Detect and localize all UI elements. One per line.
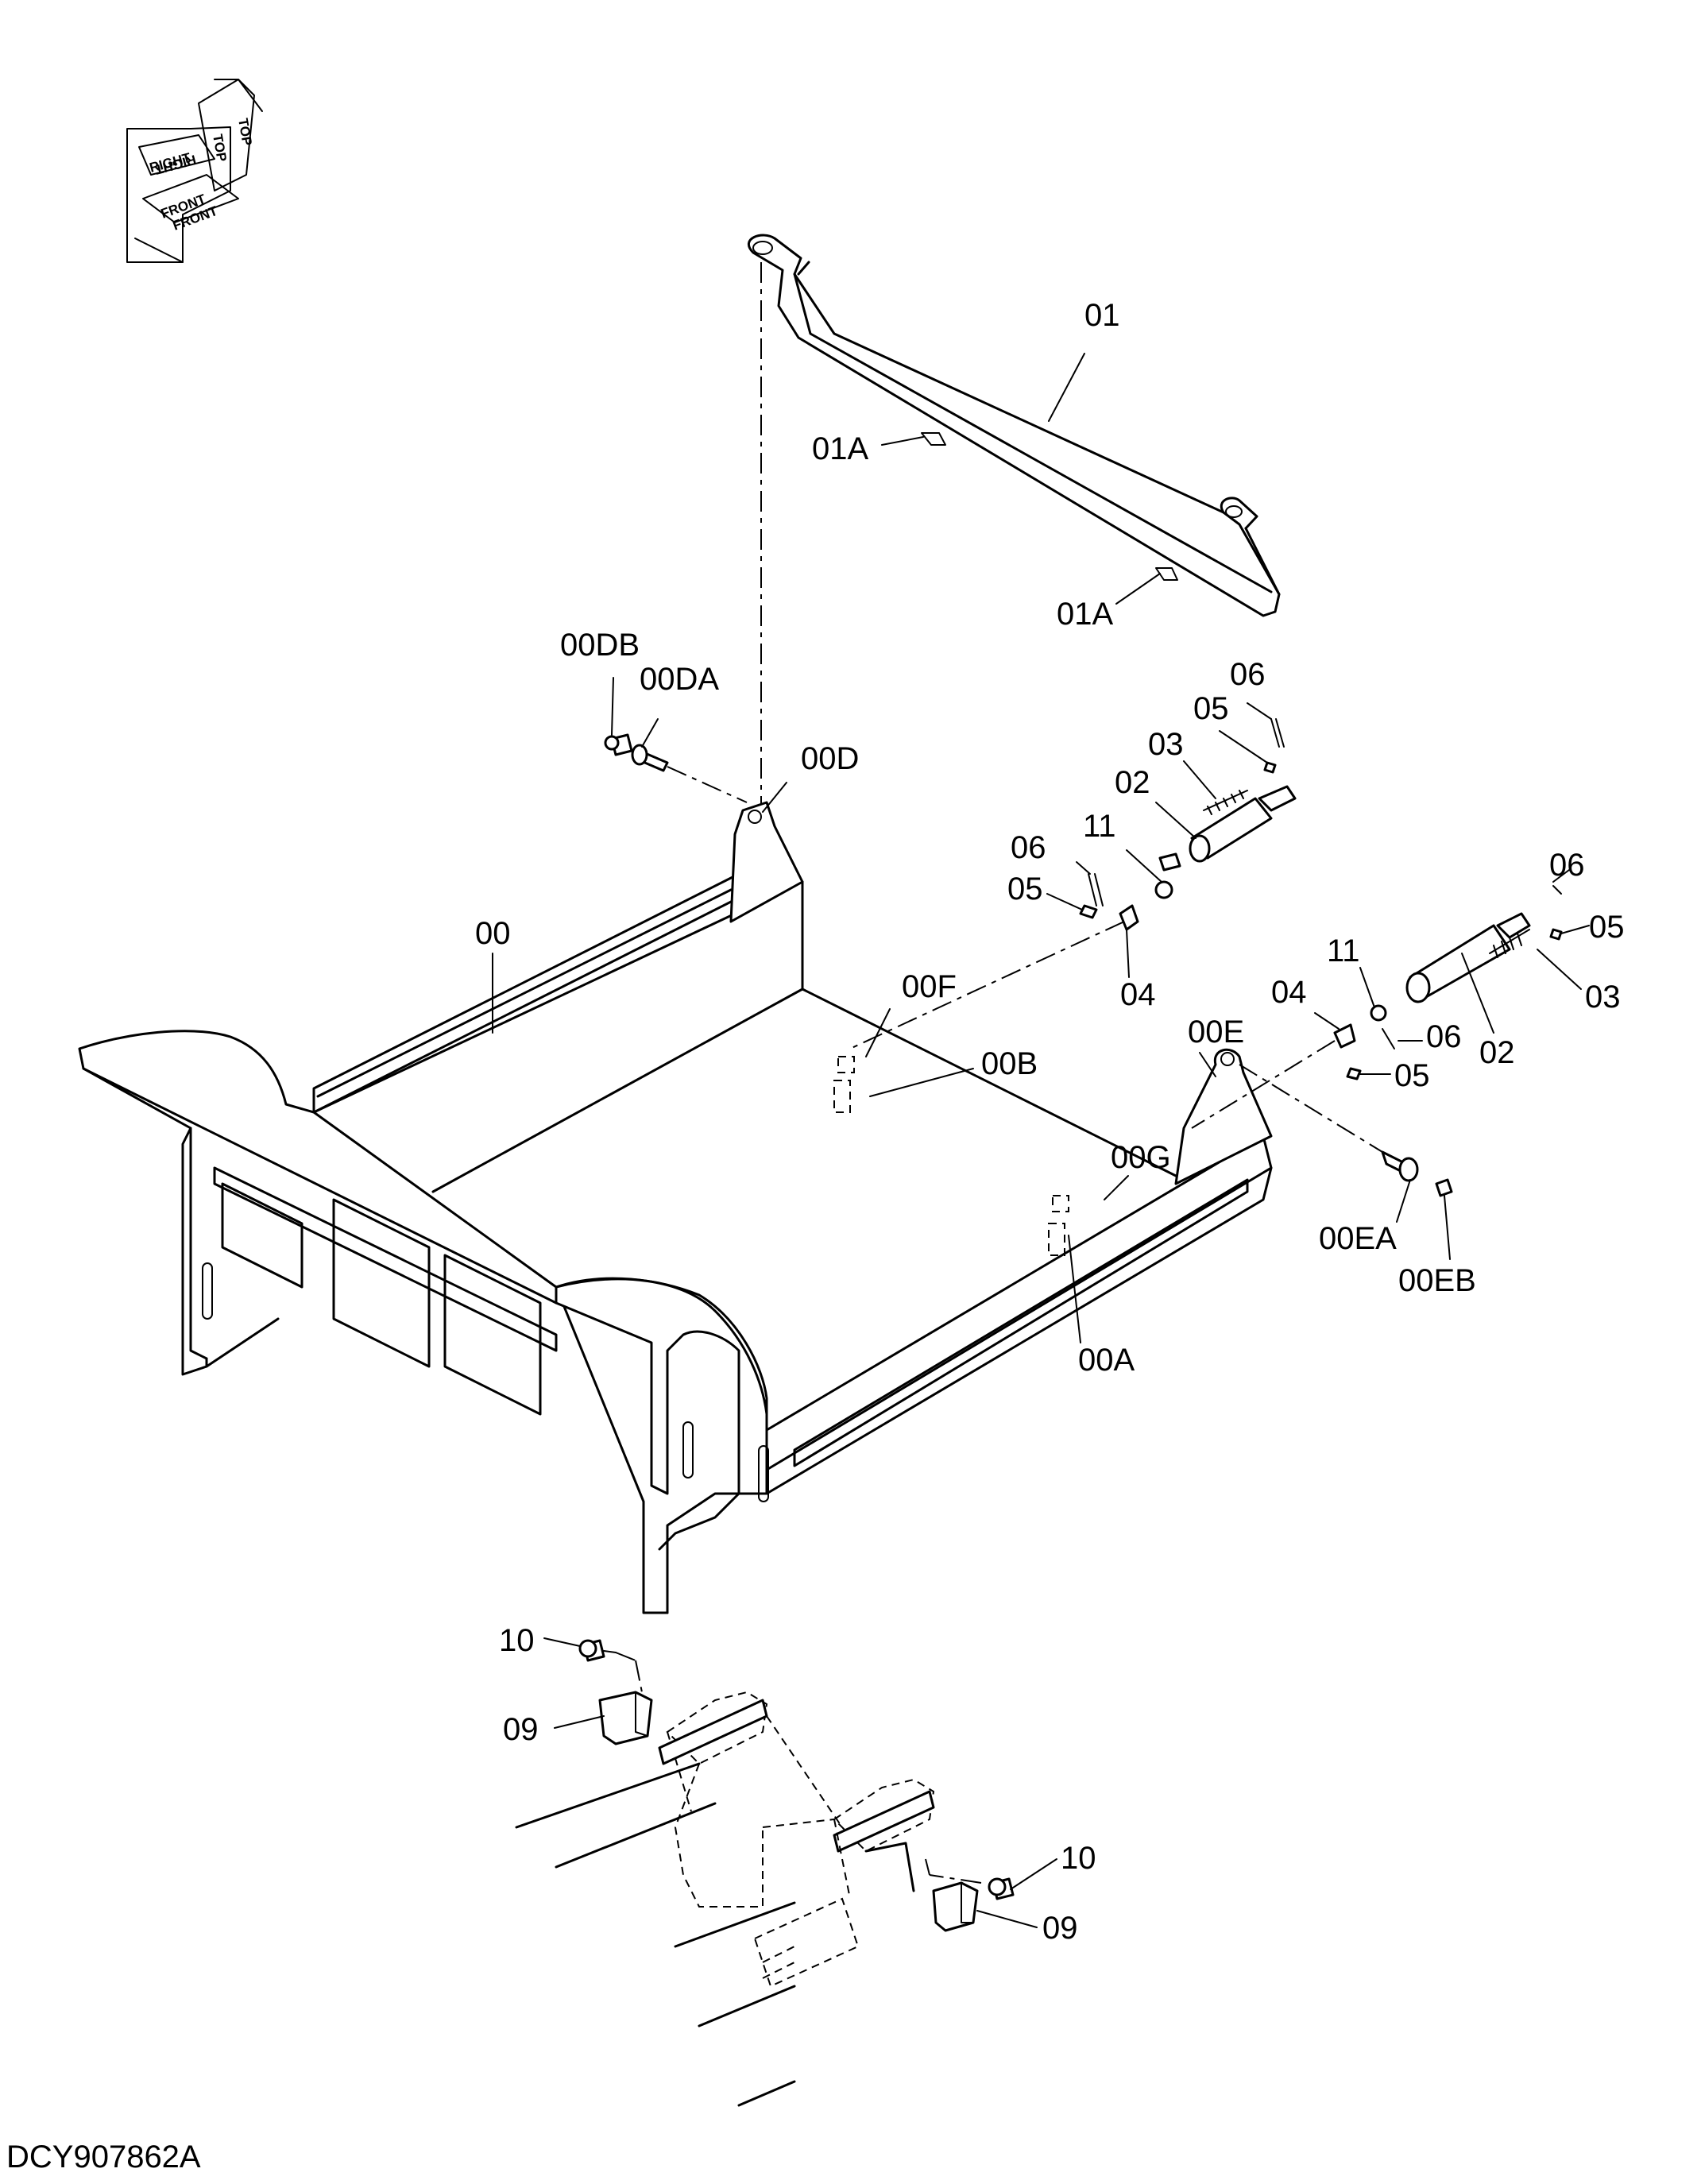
label-02-a: 02 bbox=[1115, 765, 1150, 800]
label-00DB: 00DB bbox=[560, 628, 640, 663]
label-05-c: 05 bbox=[1589, 910, 1625, 945]
callout-labels: 01 01A 01A 00DB 00DA 00D 06 05 03 02 11 … bbox=[475, 298, 1625, 1946]
label-05-d: 05 bbox=[1394, 1058, 1430, 1093]
part-cylinder-assembly-right bbox=[1191, 885, 1563, 1129]
label-06-a: 06 bbox=[1230, 657, 1266, 692]
label-05-a: 05 bbox=[1193, 691, 1229, 726]
label-00DA: 00DA bbox=[640, 662, 719, 697]
part-00-body bbox=[78, 801, 1273, 1614]
orientation-top-label: TOP bbox=[210, 133, 230, 162]
label-03-a: 03 bbox=[1148, 727, 1184, 762]
label-00D: 00D bbox=[801, 741, 859, 776]
label-11-a: 11 bbox=[1083, 809, 1116, 844]
label-11-b: 11 bbox=[1327, 934, 1360, 968]
part-cylinder-assembly-left bbox=[849, 718, 1297, 1049]
label-00F: 00F bbox=[902, 969, 957, 1004]
label-00E: 00E bbox=[1188, 1015, 1244, 1049]
part-00EA-00EB-pin bbox=[1239, 1064, 1453, 1197]
label-01A-1: 01A bbox=[812, 431, 868, 466]
label-04-b: 04 bbox=[1271, 975, 1307, 1010]
part-00DA-00DB-pin bbox=[604, 733, 748, 803]
label-09-a: 09 bbox=[503, 1712, 539, 1747]
label-10-b: 10 bbox=[1061, 1841, 1096, 1876]
label-00EB: 00EB bbox=[1398, 1263, 1476, 1298]
label-00: 00 bbox=[475, 916, 511, 951]
label-06-b: 06 bbox=[1011, 830, 1046, 865]
label-04-a: 04 bbox=[1120, 977, 1156, 1012]
label-00G: 00G bbox=[1111, 1140, 1171, 1175]
label-00A: 00A bbox=[1078, 1343, 1135, 1378]
part-chassis-frame bbox=[515, 1639, 1015, 2107]
label-01: 01 bbox=[1084, 298, 1120, 333]
label-10-a: 10 bbox=[499, 1623, 535, 1658]
label-05-b: 05 bbox=[1007, 872, 1043, 906]
label-02-b: 02 bbox=[1479, 1035, 1515, 1070]
label-09-b: 09 bbox=[1042, 1911, 1078, 1946]
label-00B: 00B bbox=[981, 1046, 1038, 1081]
label-03-b: 03 bbox=[1585, 980, 1621, 1015]
drawing-code: DCY907862A bbox=[6, 2140, 201, 2174]
label-06-d: 06 bbox=[1426, 1019, 1462, 1054]
leader-lines bbox=[492, 353, 1590, 1928]
label-06-c: 06 bbox=[1549, 848, 1585, 883]
part-01-top-bar bbox=[747, 234, 1281, 617]
orientation-icon: TOP TOP RIGHT RIGHT FRONT FRONT bbox=[126, 79, 263, 263]
label-00EA: 00EA bbox=[1319, 1221, 1397, 1256]
label-01A-2: 01A bbox=[1057, 597, 1113, 632]
